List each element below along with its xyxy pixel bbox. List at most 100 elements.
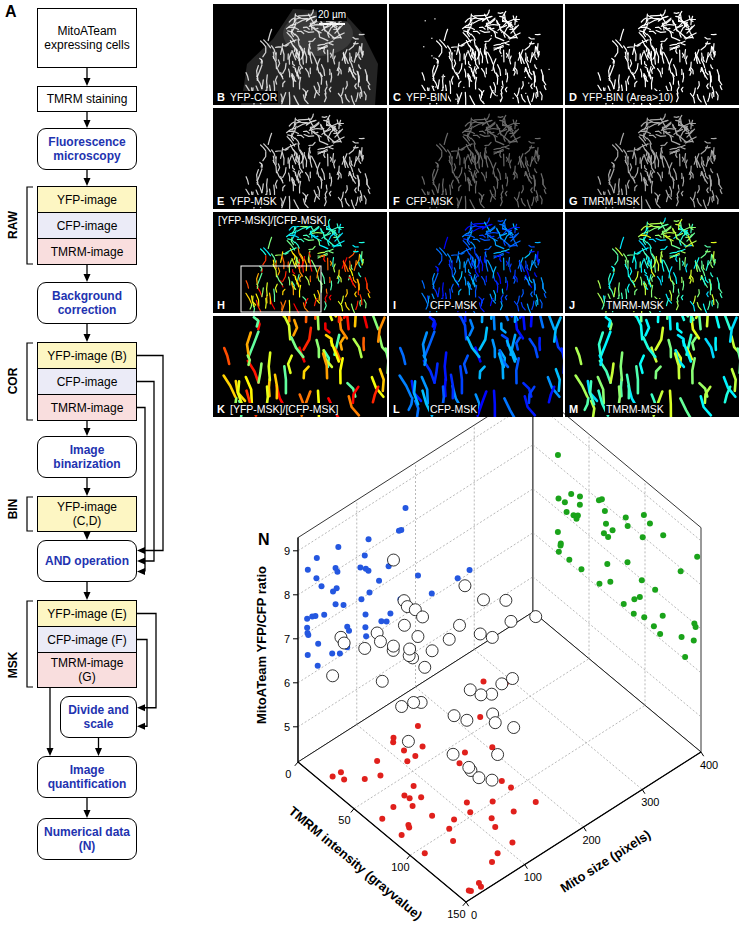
mitochondrion [327,50,329,62]
mitochondrion [521,303,525,310]
mitochondrion [658,69,662,77]
image-box: TMRM-image [37,238,137,265]
mitochondrion [465,131,475,133]
mitochondrion [433,169,438,181]
mitochondrion [433,170,435,181]
mitochondrion [512,235,517,246]
mitochondrion [354,157,356,167]
mitochondrion [647,34,651,40]
mitochondrion [488,232,498,234]
image-box: YFP-image [37,186,137,213]
mitochondrion [473,135,479,137]
data-point [475,689,487,701]
step-box: MitoATeam expressing cells [37,8,137,68]
data-dot [362,624,368,630]
mitochondrion [497,228,501,239]
mitochondrion [658,173,662,181]
mitochondrion [670,151,680,153]
mitochondrion [273,57,276,69]
noise-speck [433,86,434,87]
mitochondrion [278,60,280,67]
mitochondrion [438,288,439,297]
mitochondrion [488,10,490,15]
mitochondrion [500,49,501,54]
mitochondrion [664,128,674,130]
mitochondrion [505,173,506,178]
data-dot [429,813,435,819]
data-dot [558,543,564,549]
mitochondrion [329,69,331,74]
noise-speck [501,32,502,33]
mitochondrion [709,176,711,186]
arrowhead [95,748,102,756]
mitochondrion [490,27,494,29]
mitochondrion [670,148,677,149]
mitochondrion [359,138,364,140]
mitochondrion [648,16,659,19]
mitochondrion [667,195,669,202]
data-dot [466,887,472,893]
mitochondrion [618,75,620,88]
arrowhead [84,532,91,540]
mitochondrion [476,181,477,193]
image-box: YFP-image (B) [37,342,137,369]
mitochondrion [354,147,358,149]
mitochondrion [311,128,312,134]
arrowhead [137,547,145,554]
mitochondrion [257,273,262,285]
data-point [461,714,473,726]
mitochondrion [355,188,357,193]
mitochondrion [688,131,693,142]
mitochondrion [641,27,651,29]
mitochondrion [261,249,266,255]
mitochondrion [670,187,672,197]
connector-line [86,478,87,488]
data-point [417,611,429,623]
mitochondrion [442,179,444,192]
data-dot [603,521,609,527]
data-point [327,670,339,682]
panel-caption: YFP-COR [229,91,278,103]
mitochondrion [459,272,462,282]
mitochondrion [662,156,664,167]
mitochondrion [318,149,327,154]
arrowhead [84,178,91,186]
mitochondrion [533,279,535,290]
mitochondrion [295,70,299,79]
mitochondrion [355,84,357,89]
data-dot [415,572,421,578]
mitochondrion [318,31,320,36]
mitochondrion [508,154,510,163]
mitochondrion [322,116,327,118]
connector [84,582,91,600]
mitochondrion [663,24,664,30]
tick [293,682,298,683]
mitochondrion [465,173,466,181]
mitochondrion [436,59,438,63]
mitochondrion [276,46,281,48]
mitochondrion [535,158,537,163]
image-panel: DYFP-BIN (Area>10) [565,4,739,105]
mitochondrion [493,163,496,174]
mitochondrion [514,173,515,179]
mitochondrion [690,198,694,207]
data-dot [499,778,505,784]
mitochondrion [498,220,503,222]
data-dot [406,825,412,831]
mitochondrion [278,268,280,275]
data-dot [637,594,643,600]
mitochondrion [514,198,518,207]
mitochondrion [614,184,615,193]
mitochondrion [318,44,325,45]
mitochondrion [293,62,295,66]
micrograph [213,4,387,105]
connector [84,112,91,128]
mitochondrion [531,292,533,297]
mitochondrion [641,156,643,168]
mitochondrion [298,248,302,259]
mitochondrion [635,168,638,178]
mitochondrion [289,69,290,77]
mitochondrion [257,169,262,181]
mitochondrion [480,131,486,133]
mitochondrion [647,122,652,123]
